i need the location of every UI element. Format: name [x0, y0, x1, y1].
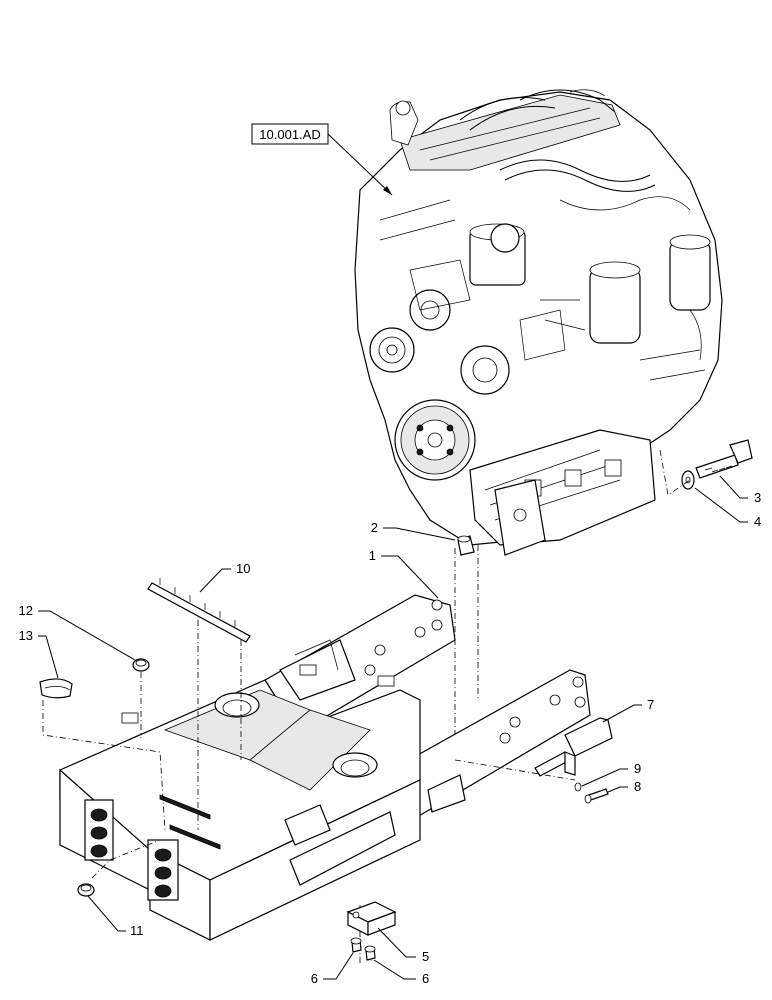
washer-part-4 — [681, 470, 695, 490]
bolt-part-6-left — [350, 937, 362, 953]
callout-1: 1 — [369, 548, 376, 563]
callout-7: 7 — [647, 697, 654, 712]
callout-6-right: 6 — [422, 971, 429, 986]
leader-6a — [323, 952, 354, 980]
callout-numbers: 1 2 3 4 5 6 6 7 8 9 10 11 12 13 — [19, 490, 762, 986]
frame-part-1 — [59, 594, 591, 941]
leader-12 — [38, 610, 136, 661]
leader-5 — [377, 927, 416, 958]
callout-6-left: 6 — [311, 971, 318, 986]
engine-assembly — [354, 89, 723, 556]
leader-1 — [381, 555, 439, 599]
leader-11 — [87, 895, 126, 932]
leader-13 — [38, 635, 59, 679]
leader-3 — [719, 475, 748, 499]
callout-3: 3 — [754, 490, 761, 505]
bolt-part-6-right — [364, 945, 376, 961]
callout-11: 11 — [130, 923, 144, 938]
callout-4: 4 — [754, 514, 761, 529]
leader-7 — [602, 704, 642, 723]
leader-4 — [694, 487, 748, 523]
reference-label-group: 10.001.AD — [251, 123, 393, 196]
callout-5: 5 — [422, 949, 429, 964]
leader-10 — [199, 568, 231, 593]
callout-8: 8 — [634, 779, 641, 794]
leader-lines — [38, 475, 748, 980]
callout-9: 9 — [634, 761, 641, 776]
reference-arrowhead — [383, 186, 392, 195]
reference-leader — [327, 133, 393, 196]
leader-9 — [581, 768, 628, 787]
bolt-dash-path — [659, 449, 691, 496]
callout-2: 2 — [371, 520, 378, 535]
callout-13: 13 — [19, 628, 33, 643]
callout-10: 10 — [236, 561, 250, 576]
cap-part-13 — [39, 678, 73, 699]
leader-6b — [373, 959, 416, 980]
plug-part-11 — [77, 883, 95, 897]
block-part-5 — [346, 901, 397, 936]
plug11-dash — [91, 839, 161, 879]
bracket-part-7 — [534, 717, 613, 777]
leader-2 — [383, 527, 456, 541]
bushing-part-2 — [457, 535, 475, 556]
leader-8 — [607, 786, 628, 793]
callout-12: 12 — [19, 603, 33, 618]
cap-dash — [42, 700, 166, 831]
screw-part-8 — [584, 788, 609, 804]
strip-part-10 — [147, 578, 251, 643]
reference-label: 10.001.AD — [259, 127, 320, 142]
washer-part-9 — [574, 782, 582, 792]
plug-part-12 — [132, 658, 150, 672]
bolt-part-3 — [695, 439, 753, 479]
